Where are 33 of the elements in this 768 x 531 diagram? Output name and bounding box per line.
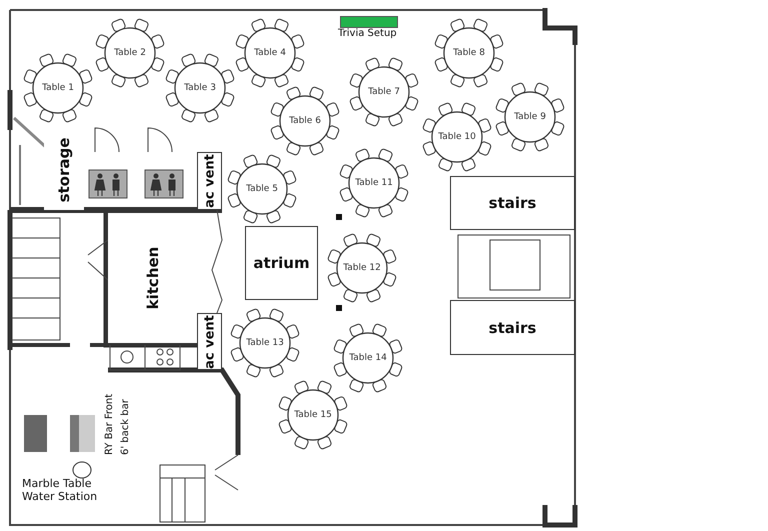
text-label: Marble Table	[22, 477, 92, 490]
table-label: Table 2	[114, 48, 146, 58]
room-label: ac vent	[202, 154, 217, 208]
text-label: Water Station	[22, 490, 98, 503]
table-label: Table 13	[246, 338, 284, 348]
room-outline	[197, 152, 222, 210]
table-label: Table 8	[453, 48, 485, 58]
room-outline	[197, 313, 222, 370]
table-label: Table 6	[289, 116, 321, 126]
room-label: kitchen	[144, 246, 162, 310]
table-label: Table 4	[254, 48, 286, 58]
room-label: stairs	[488, 318, 536, 336]
table-label: Table 9	[514, 112, 546, 122]
room-label: atrium	[253, 254, 310, 272]
setup-label: Trivia Setup	[338, 28, 398, 39]
table-label: Table 3	[184, 83, 216, 93]
room-label: stairs	[488, 194, 536, 212]
table-label: Table 12	[343, 263, 381, 273]
table-label: Table 14	[349, 353, 387, 363]
room-label: ac vent	[202, 314, 217, 368]
table-label: Table 10	[438, 132, 476, 142]
table-label: Table 5	[246, 184, 278, 194]
room-outline	[450, 176, 575, 230]
table-label: Table 7	[368, 87, 400, 97]
node-box	[108, 213, 198, 343]
room-label: storage	[55, 138, 73, 202]
table-label: Table 11	[355, 178, 393, 188]
text-label: 6' back bar	[120, 399, 131, 455]
room-outline	[245, 226, 318, 300]
room-outline	[450, 300, 575, 355]
table-label: Table 1	[42, 83, 74, 93]
table-label: Table 15	[294, 410, 332, 420]
text-label: RY Bar Front	[104, 394, 115, 455]
